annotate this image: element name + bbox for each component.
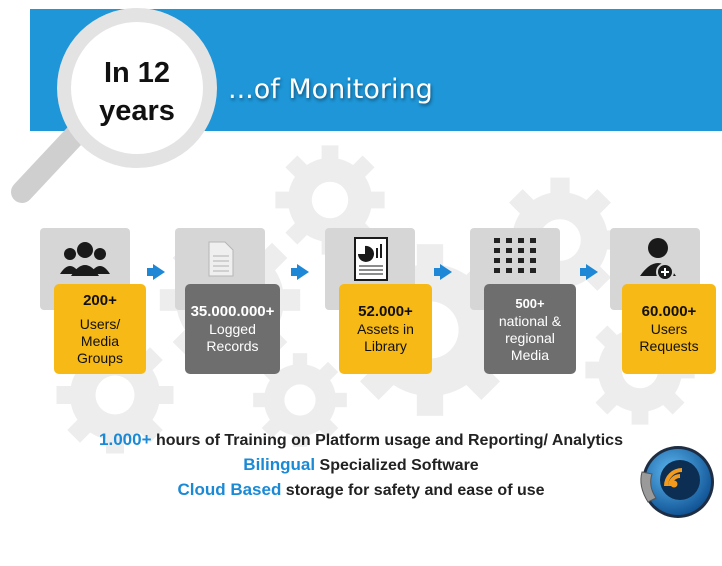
feature-list: 1.000+ hours of Training on Platform usa… xyxy=(0,428,722,503)
chart-report-icon xyxy=(354,237,388,281)
stat-users-label-3: Groups xyxy=(77,349,123,366)
cloud-highlight: Cloud Based xyxy=(177,480,282,499)
feature-bilingual: Bilingual Specialized Software xyxy=(0,453,722,478)
stat-media-label-2: regional xyxy=(505,329,555,346)
document-records-icon xyxy=(208,241,234,277)
bilingual-text: Specialized Software xyxy=(315,457,479,474)
stat-assets: 52.000+ Assets in Library xyxy=(339,284,432,374)
magnifying-glass-icon xyxy=(11,8,217,203)
feature-cloud: Cloud Based storage for safety and ease … xyxy=(0,478,722,503)
stat-media-value: 500+ xyxy=(515,295,545,311)
stat-users-label-1: Users/ xyxy=(79,315,121,332)
years-caption: In 12 years xyxy=(82,54,192,130)
stat-requests-value: 60.000+ xyxy=(641,303,697,320)
stat-media-label-1: national & xyxy=(498,312,562,329)
add-user-icon xyxy=(640,238,676,281)
stat-records-label-2: Records xyxy=(206,338,259,354)
stat-requests: 60.000+ Users Requests xyxy=(622,284,716,374)
stat-users-value: 200+ xyxy=(83,291,117,309)
stat-assets-value: 52.000+ xyxy=(358,303,413,320)
stat-records-value: 35.000.000+ xyxy=(190,303,275,320)
feature-training: 1.000+ hours of Training on Platform usa… xyxy=(0,428,722,453)
cloud-text: storage for safety and ease of use xyxy=(281,482,545,499)
users-group-icon xyxy=(60,242,110,276)
training-highlight: 1.000+ xyxy=(99,430,152,449)
stat-records-label-1: Logged xyxy=(209,321,256,337)
stat-records: 35.000.000+ Logged Records xyxy=(185,284,280,374)
stat-requests-label-1: Users xyxy=(650,321,688,337)
banner-title: ...of Monitoring xyxy=(228,74,433,105)
training-text: hours of Training on Platform usage and … xyxy=(151,432,623,449)
stat-assets-label-2: Library xyxy=(364,338,407,354)
flow-arrow-icon xyxy=(147,264,165,280)
flow-arrow-icon xyxy=(580,264,598,280)
stat-media: 500+ national & regional Media xyxy=(484,284,576,374)
flow-arrow-icon xyxy=(291,264,309,280)
bilingual-highlight: Bilingual xyxy=(243,455,316,474)
stat-users: 200+ Users/ Media Groups xyxy=(54,284,146,374)
media-grid-icon xyxy=(494,238,536,273)
flow-arrow-icon xyxy=(434,264,452,280)
stat-media-label-3: Media xyxy=(510,346,550,363)
stat-assets-label-1: Assets in xyxy=(357,321,414,337)
years-line-1: In 12 xyxy=(103,57,171,89)
stat-users-label-2: Media xyxy=(80,332,120,349)
stat-requests-label-2: Requests xyxy=(639,338,699,354)
years-line-2: years xyxy=(99,95,175,127)
monitoring-logo-icon xyxy=(640,446,714,518)
